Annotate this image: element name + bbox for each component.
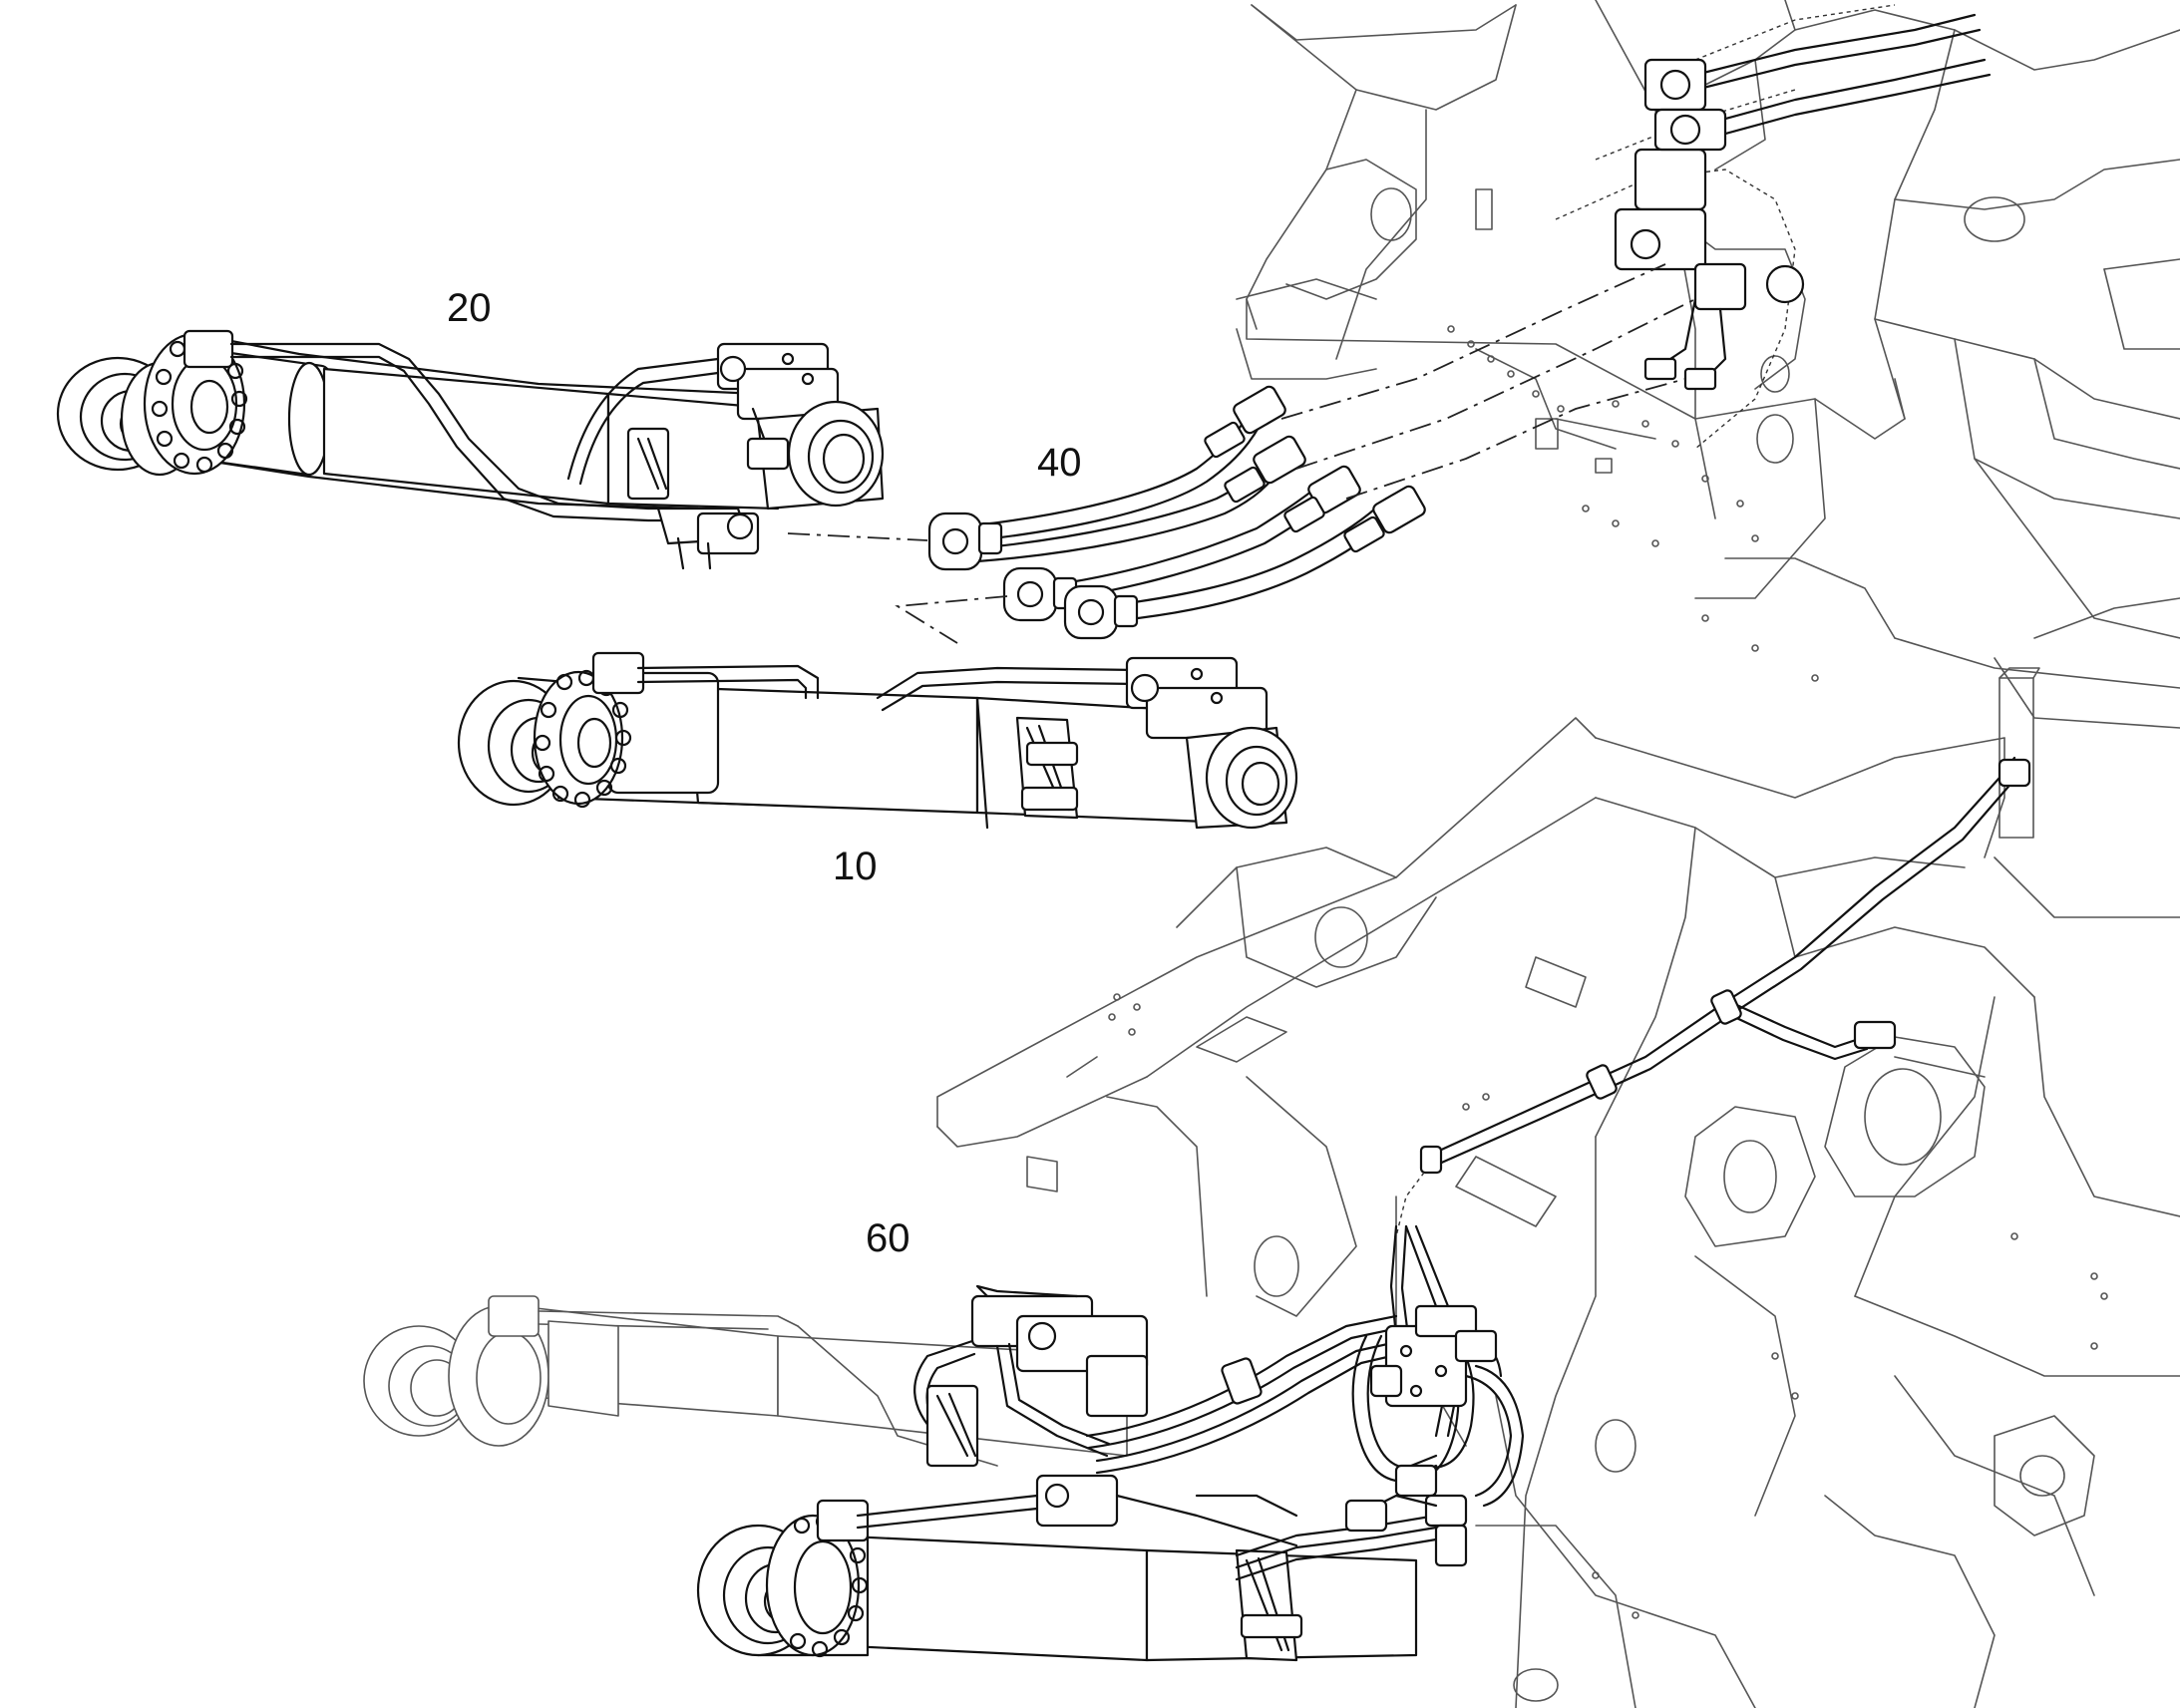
callout-item-20: 20: [447, 286, 492, 330]
assembly-lines: [787, 263, 1696, 644]
callout-item-40: 40: [1037, 441, 1082, 485]
lower-chassis-frame: [936, 597, 2180, 1708]
upper-frame-hydraulic-block: [1555, 4, 1992, 450]
callout-item-10: 10: [833, 845, 878, 888]
lower-hose-run: [1389, 756, 2031, 1438]
cylinder-item-20: [56, 329, 885, 570]
cylinder-assembly-item-60: [363, 1284, 1525, 1662]
cylinder-item-10: [457, 651, 1298, 830]
hose-set-item-40: [927, 385, 1426, 640]
upper-chassis-frame: [1236, 0, 2180, 689]
callout-item-60: 60: [866, 1216, 910, 1260]
